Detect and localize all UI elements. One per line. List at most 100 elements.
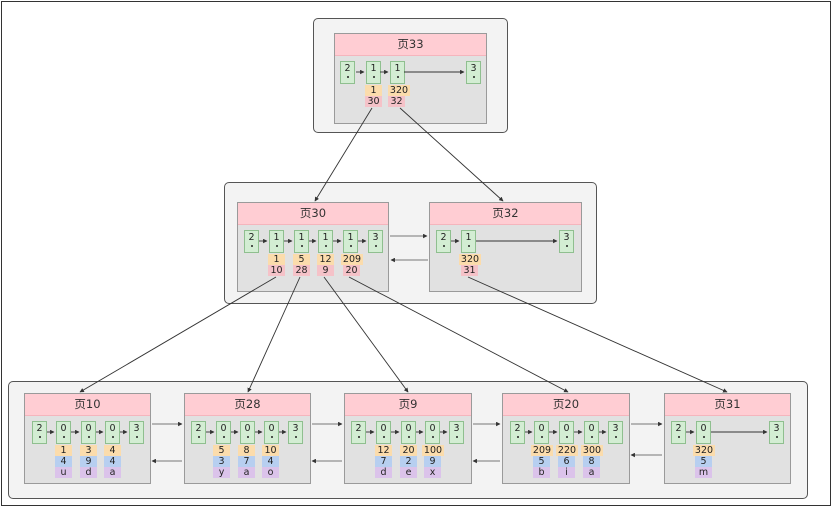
record-2: 0: [240, 421, 255, 444]
child-pointer-arrow: [247, 276, 301, 393]
record-col3: o: [262, 467, 279, 478]
record-col2: 5: [533, 456, 550, 467]
record-infimum: 2: [671, 421, 686, 444]
record-col1: 320: [693, 445, 715, 456]
record-col3: b: [533, 467, 550, 478]
record-3: 1: [318, 230, 333, 253]
record-3: 0: [105, 421, 120, 444]
record-col1: 5: [213, 445, 230, 456]
page-title: 页9: [345, 394, 471, 416]
record-col3: a: [104, 467, 121, 478]
record-col3: y: [213, 467, 230, 478]
record-supremum: 3: [449, 421, 464, 444]
record-col1: 100: [422, 445, 444, 456]
page-title: 页31: [665, 394, 790, 416]
record-1: 0: [216, 421, 231, 444]
child-pointer-arrow: [399, 107, 504, 202]
record-col1: 10: [262, 445, 279, 456]
record-col3: d: [375, 467, 392, 478]
record-infimum: 2: [436, 230, 451, 253]
child-page-pointer: 32: [388, 96, 405, 107]
record-col2: 9: [80, 456, 97, 467]
record-col1: 12: [375, 445, 392, 456]
record-key: 209: [341, 254, 363, 265]
child-pointer-arrow: [467, 276, 728, 393]
record-col1: 209: [531, 445, 553, 456]
record-3: 0: [584, 421, 599, 444]
page-title: 页30: [238, 203, 388, 225]
record-2: 1: [294, 230, 309, 253]
record-col3: u: [55, 467, 72, 478]
record-4: 1: [343, 230, 358, 253]
record-1: 0: [56, 421, 71, 444]
record-supremum: 3: [129, 421, 144, 444]
page-9: 页9 2 0 0 0 3 12 20 100 7 2 9 d e x: [344, 393, 472, 484]
record-1: 0: [376, 421, 391, 444]
record-col2: 4: [104, 456, 121, 467]
record-col3: e: [400, 467, 417, 478]
record-col3: a: [238, 467, 255, 478]
page-title: 页20: [503, 394, 629, 416]
child-page-pointer: 31: [461, 265, 478, 276]
record-key: 5: [293, 254, 310, 265]
page-10: 页10 2 0 0 0 3 1 3 4 4 9 4 u d a: [24, 393, 151, 484]
record-2: 0: [559, 421, 574, 444]
record-infimum: 2: [32, 421, 47, 444]
child-page-pointer: 9: [317, 265, 334, 276]
record-2: 1: [390, 61, 405, 84]
child-page-pointer: 30: [365, 96, 382, 107]
record-infimum: 2: [340, 61, 355, 84]
record-col1: 300: [581, 445, 603, 456]
record-supremum: 3: [368, 230, 383, 253]
record-key: 1: [268, 254, 285, 265]
record-col1: 220: [556, 445, 578, 456]
record-supremum: 3: [288, 421, 303, 444]
record-col2: 9: [424, 456, 441, 467]
record-3: 0: [425, 421, 440, 444]
record-col1: 8: [238, 445, 255, 456]
record-col2: 4: [262, 456, 279, 467]
record-3: 0: [264, 421, 279, 444]
record-key: 320: [459, 254, 481, 265]
record-supremum: 3: [608, 421, 623, 444]
record-1: 0: [534, 421, 549, 444]
child-pointer-arrow: [323, 276, 409, 393]
child-pointer-arrow: [79, 276, 277, 393]
page-title: 页28: [185, 394, 310, 416]
record-supremum: 3: [466, 61, 481, 84]
record-1: 1: [269, 230, 284, 253]
record-key: 12: [317, 254, 334, 265]
record-col3: m: [695, 467, 712, 478]
page-33: 页33 2 1 1 3 1 320 30 32: [334, 33, 487, 124]
page-20: 页20 2 0 0 0 3 209 220 300 5 6 8 b i a: [502, 393, 630, 484]
record-col2: 5: [695, 456, 712, 467]
page-31: 页31 2 0 3 320 5 m: [664, 393, 791, 484]
record-2: 0: [401, 421, 416, 444]
record-col3: x: [424, 467, 441, 478]
record-key: 1: [365, 85, 382, 96]
record-col2: 3: [213, 456, 230, 467]
record-key: 320: [388, 85, 410, 96]
record-col2: 7: [375, 456, 392, 467]
record-infimum: 2: [244, 230, 259, 253]
record-col1: 20: [400, 445, 417, 456]
child-page-pointer: 20: [343, 265, 360, 276]
record-infimum: 2: [351, 421, 366, 444]
record-col2: 7: [238, 456, 255, 467]
page-30: 页30 2 1 1 1 1 3 1 5 12 209 10 28 9 20: [237, 202, 389, 292]
page-32: 页32 2 1 3 320 31: [429, 202, 582, 292]
record-infimum: 2: [510, 421, 525, 444]
record-col1: 3: [80, 445, 97, 456]
record-col3: a: [583, 467, 600, 478]
record-col2: 8: [583, 456, 600, 467]
record-col2: 2: [400, 456, 417, 467]
record-1: 1: [461, 230, 476, 253]
page-28: 页28 2 0 0 0 3 5 8 10 3 7 4 y a o: [184, 393, 311, 484]
record-col3: d: [80, 467, 97, 478]
page-title: 页33: [335, 34, 486, 56]
record-2: 0: [81, 421, 96, 444]
page-title: 页32: [430, 203, 581, 225]
record-1: 0: [696, 421, 711, 444]
